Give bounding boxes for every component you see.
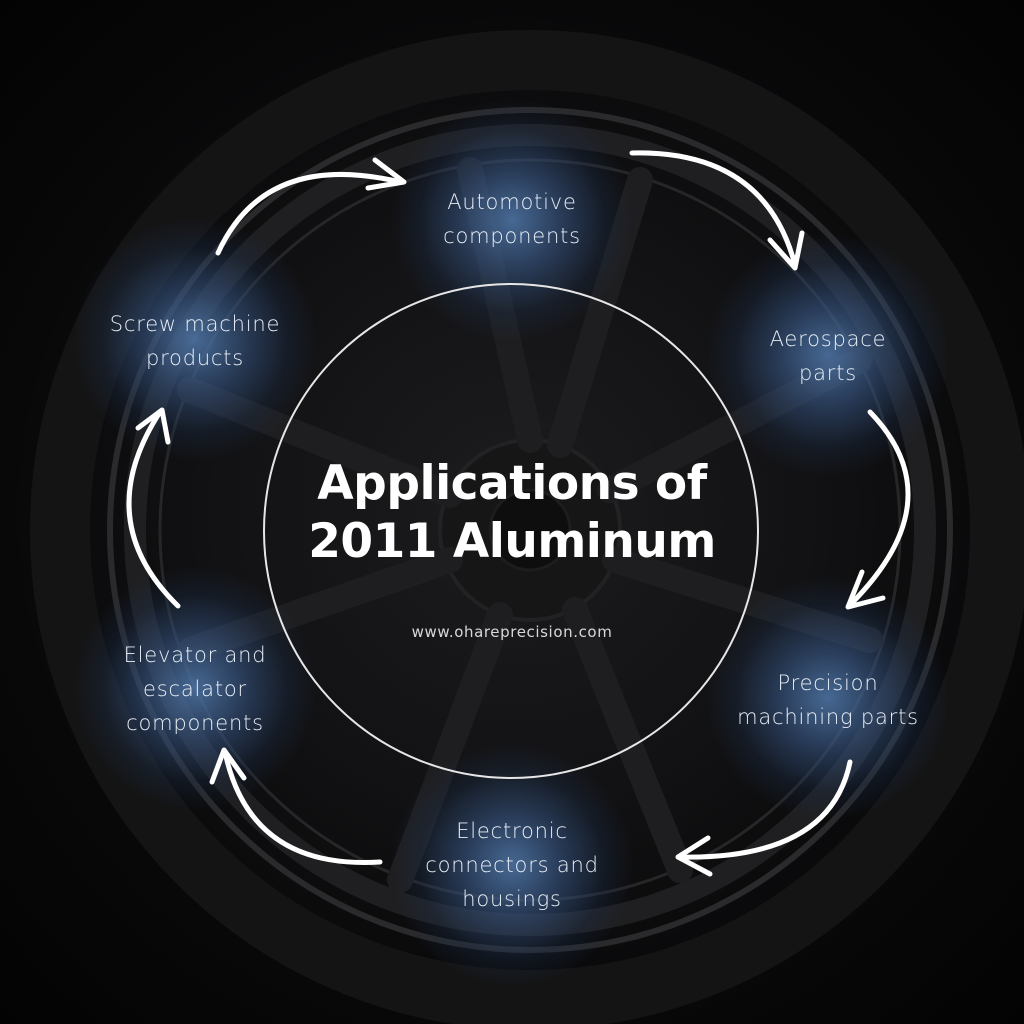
glow-electronic [392,745,632,985]
glow-precision [708,578,948,818]
glow-screw [75,220,315,460]
arrow-automotive-to-aerospace-icon [629,150,805,271]
node-electronic-line1: Electronic [456,819,568,843]
node-aerospace-line2: parts [798,361,857,385]
node-precision-line1: Precision [777,671,879,695]
arrow-precision-to-electronic-icon [675,759,853,877]
node-precision: Precision machining parts [737,666,919,734]
node-aerospace-line1: Aerospace [769,327,887,351]
arrow-aerospace-to-precision-icon [845,409,911,610]
arrow-electronic-to-elevator-icon [209,747,383,866]
node-screw-line2: products [145,346,245,370]
node-elevator-line1: Elevator and [123,643,267,667]
node-elevator-line2: escalator [143,677,247,701]
center-circle [263,283,759,779]
glow-aerospace [708,235,948,475]
node-screw-line1: Screw machine [109,312,281,336]
node-screw: Screw machine products [110,307,280,375]
node-elevator: Elevator and escalator components [124,638,267,740]
website-url: www.ohareprecision.com [411,623,613,641]
node-electronic: Electronic connectors and housings [425,814,599,916]
title-line2: 2011 Aluminum [308,514,716,569]
node-automotive-line2: components [443,224,581,248]
node-precision-line2: machining parts [737,705,919,729]
node-electronic-line2: connectors and [425,853,599,877]
node-aerospace: Aerospace parts [770,322,887,390]
node-automotive: Automotive components [443,185,581,253]
arrow-screw-to-automotive-icon [215,157,407,256]
title-line1: Applications of [317,456,707,511]
node-automotive-line1: Automotive [447,190,577,214]
node-electronic-line3: housings [462,887,562,911]
arrow-elevator-to-screw-icon [126,407,181,609]
page-title: Applications of 2011 Aluminum [308,455,716,571]
node-elevator-line3: components [126,711,264,735]
